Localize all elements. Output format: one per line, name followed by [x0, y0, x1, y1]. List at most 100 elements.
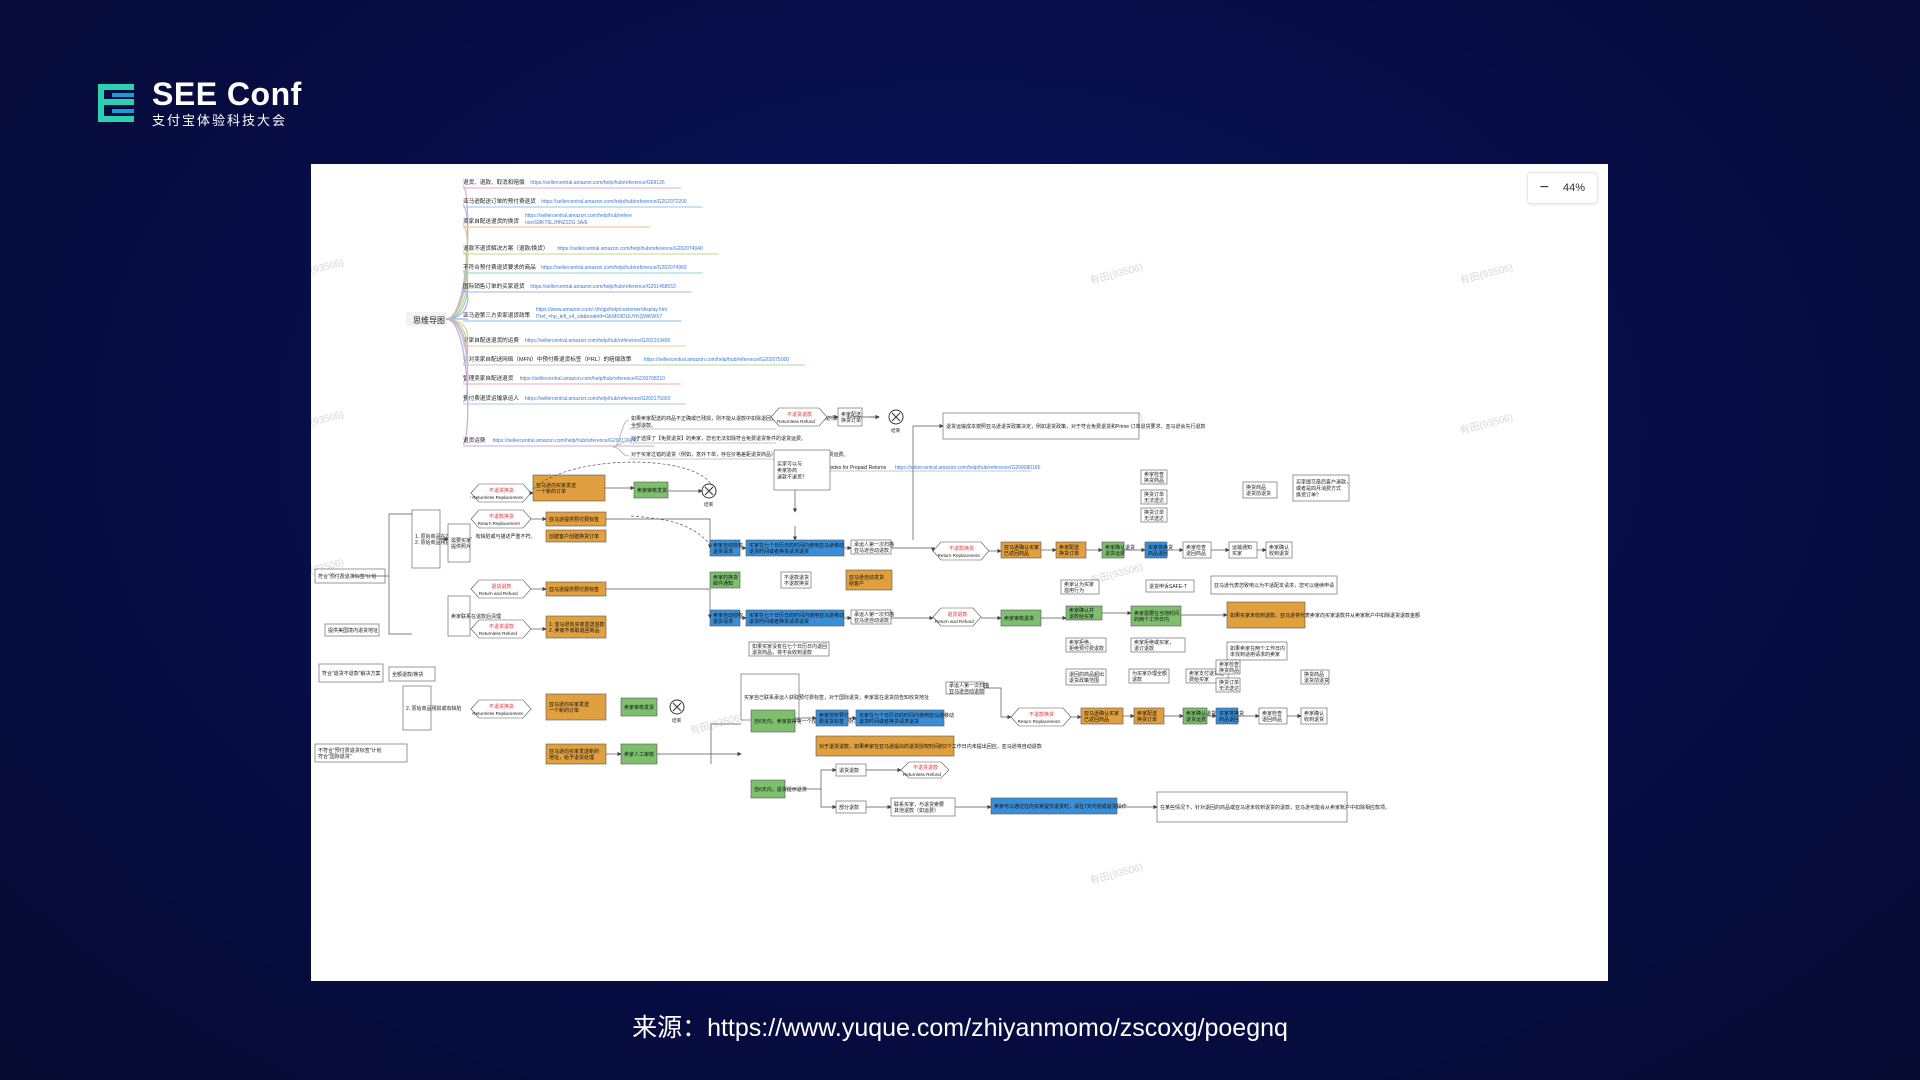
orange-center-node[interactable]: 亚马逊自动发货给客户	[845, 569, 893, 591]
green-node-3[interactable]: 卖家人工审核	[620, 743, 658, 765]
white-right-7[interactable]: 换货商品退货前退货	[1242, 481, 1278, 499]
white-right-14[interactable]: 如果卖家在两个工作日内未找到适用请求的卖家	[1226, 641, 1288, 661]
green-node-2[interactable]: 卖家审核发货	[620, 697, 658, 717]
scan-step-3[interactable]: 承运人第一次扫描亚马逊自动退款	[945, 681, 989, 695]
green-right-5-label: 卖家确认退货退货运费	[1186, 710, 1216, 723]
white-right-12[interactable]: 卖家拒绝，拒绝预付费退款	[1065, 637, 1107, 653]
white-right-20-label: 卖家检查换货商品	[1219, 661, 1239, 674]
green-right-4[interactable]: 卖家需要在当地时间的两个工作日内	[1130, 605, 1182, 627]
left-criteria-box-2[interactable]: 2. 原始商品残损或有缺陷	[402, 685, 462, 731]
orange-node-6[interactable]: 亚马逊向买家发送一个新的订单	[545, 693, 607, 721]
orange-node-2[interactable]: 亚马逊提供预付费标签	[545, 511, 607, 527]
mindmap-branch[interactable]: 亚马逊第三方卖家退货政策https://www.amazon.com/-/zh/…	[446, 307, 682, 322]
white-right-8[interactable]: 买家提交最后客户退款，或者是四月消费方式换货订单?	[1292, 474, 1351, 502]
fba-label-box-label: 符合"预付费退货标签"计划	[318, 573, 377, 580]
white-right-18[interactable]: 卖家检查退回商品	[1258, 707, 1288, 725]
us-address-box[interactable]: 提供美国境内退货地址	[324, 623, 380, 637]
blue-node-7[interactable]: 卖家可以通过在向买家提交退货时，请在7天内完成退货操作	[990, 797, 1127, 815]
white-right-11[interactable]: 亚马逊代表您致电以为不适配本请求，您可以继续申请	[1210, 575, 1338, 595]
center-note-box[interactable]: 如果买家没有在七个日历日内退回退货商品，将不会收到退款	[748, 641, 830, 657]
intl-return-box[interactable]: 不符合"预付费退货标签"计划符合"国际退货"	[314, 743, 408, 763]
intl-solution-box[interactable]: 符合"退货不退款"解决方案	[318, 663, 384, 683]
blue-node-3[interactable]: 卖家自动授权退货请求	[709, 609, 743, 627]
orange-right-3[interactable]: 如果买家未收到退款，亚马逊将代表卖家向买家退款并从卖家账户中扣除退货退款金额	[1226, 601, 1420, 629]
orange-right-2[interactable]: 卖家配送换货订单	[1055, 541, 1087, 559]
white-right-9[interactable]: 卖家认为买家滥用行为	[1060, 579, 1100, 595]
white-right-4[interactable]: 卖家检查换货商品	[1140, 469, 1168, 485]
support-note-box[interactable]: 不退款退货不退款换货	[780, 571, 812, 589]
fba-label-box[interactable]: 符合"预付费退货标签"计划	[314, 568, 386, 584]
blue-node-1[interactable]: 卖家自动授权退货请求	[709, 539, 743, 557]
return-refund-node-2-sublabel: Return and Refund	[935, 619, 974, 624]
white-right-21[interactable]: 换货订单无法送达	[1215, 677, 1241, 693]
white-right-2[interactable]: 运输通知买家	[1228, 541, 1258, 559]
partial-refund-box[interactable]: 部分退款	[835, 800, 867, 814]
white-right-4-label: 卖家检查换货商品	[1144, 471, 1164, 484]
white-right-20[interactable]: 卖家检查换货商品	[1215, 659, 1241, 675]
white-right-1[interactable]: 卖家检查退回商品	[1182, 541, 1212, 559]
branch-link: https://sellercentral.amazon.com/help/hu…	[530, 180, 664, 186]
dispute-box[interactable]: 需要买家提供照片	[447, 523, 471, 563]
buyer-negotiate-question[interactable]: 买家可以与卖家协商退款不退货？	[773, 449, 831, 491]
branch-connector	[445, 185, 469, 320]
white-right-13[interactable]: 卖家拒绝或买家，退订退款	[1130, 637, 1186, 653]
orange-node-3[interactable]: 创建客户创建换货订单	[545, 529, 607, 543]
green-node-4[interactable]: 卖家的换货邮件通知	[709, 571, 741, 589]
scan-step-1[interactable]: 承运人第一次扫描亚马逊自动退款	[850, 539, 894, 555]
white-right-22[interactable]: 换货商品退货前退货	[1300, 669, 1330, 685]
white-right-15[interactable]: 退回的商品超出退货政策范围	[1065, 668, 1107, 686]
mindmap-root-node[interactable]	[406, 312, 446, 326]
white-right-5[interactable]: 换货订单无法送达	[1140, 489, 1168, 505]
full-refund-diamond[interactable]: 全额退款/换货	[388, 666, 436, 682]
orange-node-8[interactable]: 对于退货退款，如果卖家在亚马逊提出的退货授权时间的2个工作日内未提出回应，亚马逊…	[815, 735, 1042, 757]
green-right-3[interactable]: 卖家确认并退款给买家	[1065, 605, 1103, 621]
top-policy-note[interactable]: 退货运输成本按照亚马逊退货政策决定，例如退货政策，对于符合免费退货和Prime …	[942, 412, 1205, 440]
orange-right-5[interactable]: 卖家配送换货订单	[1133, 707, 1165, 725]
blue-node-4[interactable]: 买家在七个日历日的时间内使用亚马逊移动退货时间或者换货请求退货	[745, 609, 845, 627]
orange-right-4[interactable]: 亚马逊确认买家已返回商品	[1080, 707, 1124, 725]
white-right-10[interactable]: 退货申诉SAFE-T	[1145, 579, 1195, 593]
white-right-3[interactable]: 卖家确认收到退货	[1265, 541, 1293, 559]
white-right-18-label: 卖家检查退回商品	[1262, 710, 1282, 723]
blue-node-2[interactable]: 买家在七个日历日的时间内使用亚马逊移动退货时间或者换货请求退货	[745, 539, 845, 557]
left-criteria-box[interactable]: 1. 原始商品在送达时残损、有缺陷或与描述严重不符。2. 原始商品残损或有缺陷	[411, 509, 536, 569]
orange-node-7[interactable]: 亚马逊向买家发送新的地址，给予退货处理	[545, 743, 607, 765]
green-node-5[interactable]: 自6天内，卖家获得第一个授权（不退）的预付费	[750, 709, 862, 733]
mindmap-branch[interactable]: 卖家自配送退货的换货https://sellercentral.amazon.c…	[445, 213, 650, 320]
green-right-2[interactable]: 卖家审核退货	[1000, 609, 1042, 627]
white-right-6[interactable]: 换货订单无法送达	[1140, 507, 1168, 523]
zoom-out-button[interactable]: −	[1539, 179, 1549, 196]
blue-node-5[interactable]: 卖家授权预付费退货标签	[815, 709, 849, 727]
bottom-note-box[interactable]: 在某些情况下，针对退回的商品或亚马逊未收到退货的退款，亚马逊可能会从卖家账户中扣…	[1156, 791, 1390, 823]
refund-box[interactable]: 退货退款	[835, 763, 867, 777]
white-right-19[interactable]: 卖家确认收到退货	[1300, 707, 1328, 725]
scan-step-2[interactable]: 承运人第一次扫描亚马逊自动退款	[850, 609, 894, 625]
blue-node-6[interactable]: 买家在七个日历日的时间内使用亚马逊移动退货时间或者换货请求退货	[855, 709, 954, 727]
white-right-16[interactable]: 为买家办理全额退款	[1128, 668, 1170, 684]
contact-buyer-box[interactable]: 联系买家，与退货索要其他退款（如运费）	[890, 797, 956, 817]
seller-contact-box[interactable]: 卖家联系在退款后清理	[447, 595, 501, 637]
orange-node-1[interactable]: 亚马逊向买家发送一个新的订单	[532, 474, 606, 502]
green-node-1[interactable]: 卖家审核发货	[633, 481, 669, 499]
orange-right-1[interactable]: 亚马逊确认买家已返回商品	[1000, 541, 1042, 559]
orange-node-4[interactable]: 亚马逊提供预付费标签	[545, 581, 607, 597]
zoom-level[interactable]: 44%	[1562, 182, 1585, 194]
